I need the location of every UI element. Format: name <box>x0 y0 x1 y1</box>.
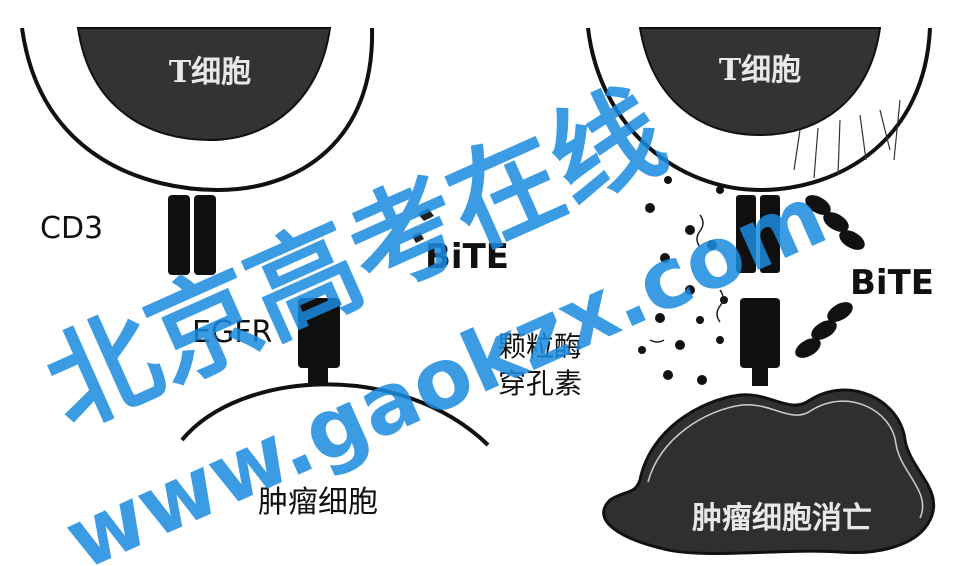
membrane-hatching <box>793 99 901 179</box>
t-cell-nucleus-right <box>638 27 882 137</box>
granule-dots <box>638 176 728 385</box>
egfr-receptor-bound <box>740 298 780 368</box>
t-cell-membrane-right <box>586 27 932 193</box>
tumor-cell-label: 肿瘤细胞 <box>258 485 378 520</box>
right-panel: T细胞 BiTE <box>498 27 936 555</box>
perforin-squiggles <box>649 214 724 343</box>
cd3-receptor-bound <box>736 195 780 273</box>
left-panel: T细胞 CD3 BiTE EGFR 肿瘤细胞 <box>20 27 509 520</box>
egfr-label: EGFR <box>192 315 272 350</box>
bite-label-right: BiTE <box>850 263 934 303</box>
egfr-stalk-bound <box>752 366 768 386</box>
t-cell-label-right: T细胞 <box>719 53 801 88</box>
tumor-cell-membrane <box>180 382 490 447</box>
granzyme-label: 颗粒酶 <box>498 330 582 363</box>
egfr-stalk <box>308 366 328 384</box>
perforin-label: 穿孔素 <box>498 367 582 400</box>
t-cell-membrane-left <box>20 27 375 193</box>
cd3-receptor <box>168 195 216 275</box>
t-cell-nucleus-left <box>76 27 332 142</box>
tumor-death-label: 肿瘤细胞消亡 <box>692 501 872 536</box>
egfr-receptor <box>298 298 340 368</box>
dying-tumor-cell <box>602 388 936 555</box>
t-cell-label-left: T细胞 <box>169 55 251 90</box>
bite-label-left: BiTE <box>425 237 509 277</box>
bite-molecules-bound <box>795 195 865 358</box>
dying-tumor-cell-inner-line <box>647 400 924 519</box>
cd3-label: CD3 <box>40 211 103 246</box>
bite-molecule-left <box>412 208 434 243</box>
